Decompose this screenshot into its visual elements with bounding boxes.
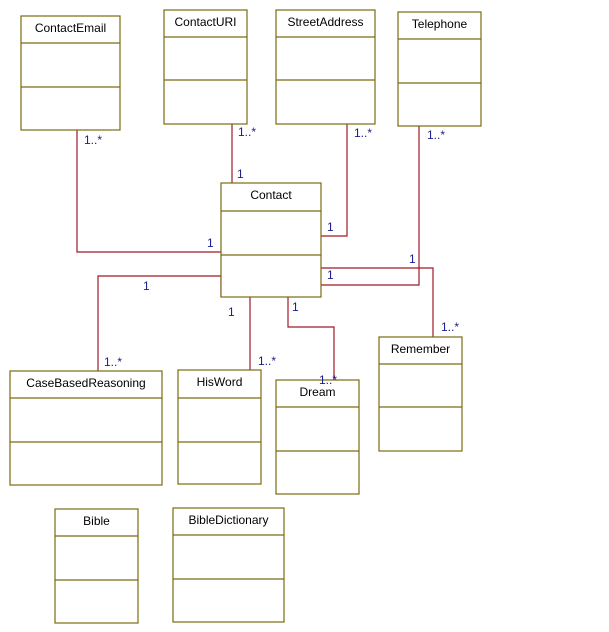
association-line-address-contact (321, 124, 348, 237)
multiplicity-label-uri-contact-source: 1..* (238, 125, 256, 139)
multiplicity-label-dream-contact-source: 1..* (319, 373, 337, 387)
class-name-telephone: Telephone (412, 17, 468, 31)
multiplicity-label-dream-contact-target: 1 (292, 300, 299, 314)
class-name-contact-uri: ContactURI (174, 15, 236, 29)
class-name-bible-dictionary: BibleDictionary (188, 513, 268, 527)
class-name-contact: Contact (250, 188, 292, 202)
multiplicity-label-address-contact-source: 1..* (354, 126, 372, 140)
multiplicity-label-remember-contact-source: 1..* (441, 320, 459, 334)
class-box-bible[interactable]: Bible (54, 508, 139, 624)
multiplicity-label-cbr-contact-source: 1..* (104, 355, 122, 369)
multiplicity-label-email-contact-source: 1..* (84, 133, 102, 147)
class-box-bible-dictionary[interactable]: BibleDictionary (172, 507, 285, 623)
class-name-case-based-reasoning: CaseBasedReasoning (26, 376, 145, 390)
class-box-contact[interactable]: Contact (220, 182, 322, 298)
class-name-his-word: HisWord (197, 375, 243, 389)
class-box-contact-email[interactable]: ContactEmail (20, 15, 121, 131)
class-name-remember: Remember (391, 342, 450, 356)
association-line-email-contact (76, 130, 221, 253)
association-line-dream-contact (287, 297, 335, 380)
class-box-dream[interactable]: Dream (275, 379, 360, 495)
class-name-bible: Bible (83, 514, 110, 528)
class-name-dream: Dream (299, 385, 335, 399)
association-line-remember-contact (321, 267, 434, 337)
multiplicity-label-cbr-contact-target: 1 (143, 279, 150, 293)
association-line-telephone-contact (321, 126, 420, 286)
multiplicity-label-hisword-contact-target: 1 (228, 305, 235, 319)
multiplicity-label-email-contact-target: 1 (207, 236, 214, 250)
multiplicity-label-address-contact-target: 1 (327, 220, 334, 234)
multiplicity-label-uri-contact-target: 1 (237, 167, 244, 181)
class-box-street-address[interactable]: StreetAddress (275, 9, 376, 125)
multiplicity-label-telephone-contact-source: 1..* (427, 128, 445, 142)
class-name-contact-email: ContactEmail (35, 21, 106, 35)
class-box-contact-uri[interactable]: ContactURI (163, 9, 248, 125)
multiplicity-label-telephone-contact-target: 1 (409, 252, 416, 266)
class-box-case-based-reasoning[interactable]: CaseBasedReasoning (9, 370, 163, 486)
class-box-his-word[interactable]: HisWord (177, 369, 262, 485)
multiplicity-label-remember-contact-target: 1 (327, 268, 334, 282)
class-name-street-address: StreetAddress (287, 15, 363, 29)
multiplicity-label-hisword-contact-source: 1..* (258, 354, 276, 368)
class-box-remember[interactable]: Remember (378, 336, 463, 452)
class-box-telephone[interactable]: Telephone (397, 11, 482, 127)
